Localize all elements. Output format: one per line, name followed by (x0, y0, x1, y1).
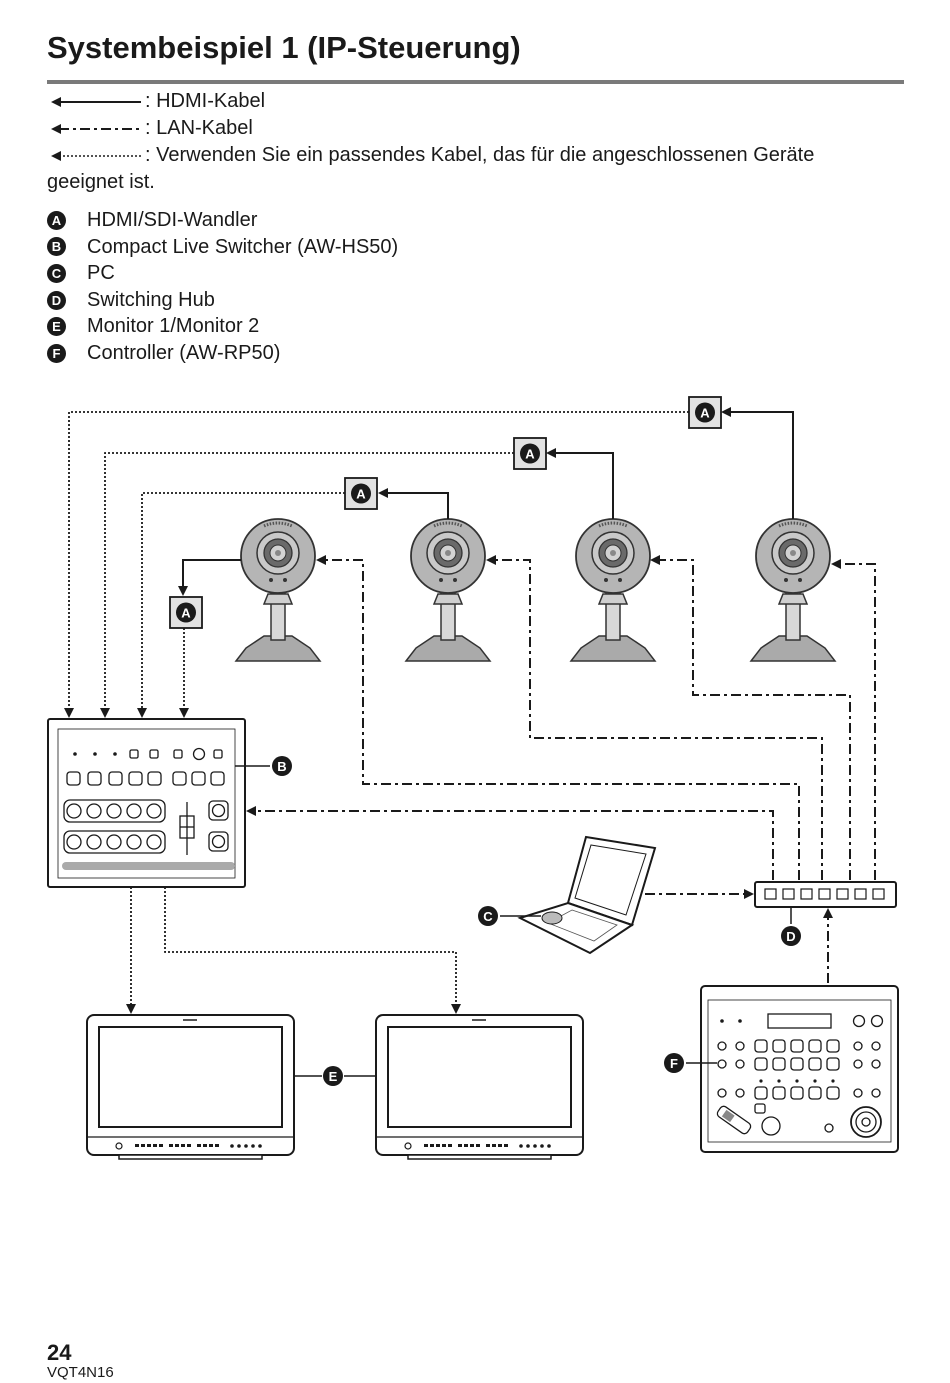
monitor-1-icon (86, 1014, 295, 1160)
device-item-e: E Monitor 1/Monitor 2 (47, 313, 398, 340)
title-rule (47, 80, 904, 84)
sdi-cables (64, 411, 689, 1014)
controller: F (664, 985, 899, 1153)
page-title: Systembeispiel 1 (IP-Steuerung) (47, 30, 521, 65)
badge-a-icon: A (181, 606, 191, 621)
legend-other-text-cont: geeignet ist. (47, 171, 155, 193)
lan-cables (246, 555, 876, 983)
converter-a-2: A (344, 477, 378, 510)
device-label: Compact Live Switcher (AW-HS50) (87, 235, 399, 258)
converter-a-1: A (169, 596, 203, 629)
device-label: Monitor 1/Monitor 2 (87, 315, 260, 338)
badge-a-icon: A (525, 447, 535, 462)
system-diagram: A A A A (47, 396, 899, 1160)
legend-hdmi: : HDMI-Kabel (47, 88, 904, 115)
device-item-c: C PC (47, 260, 398, 287)
device-list: A HDMI/SDI-Wandler B Compact Live Switcher… (47, 207, 398, 367)
page-number: 24 (47, 1340, 72, 1365)
converter-a-4: A (688, 396, 722, 429)
switching-hub: D (754, 881, 897, 946)
badge-a-icon: A (47, 210, 66, 230)
document-code: VQT4N16 (47, 1364, 114, 1381)
converter-a-3: A (513, 437, 547, 470)
badge-f-icon: F (47, 343, 66, 363)
badge-e-icon: E (329, 1069, 338, 1084)
device-label: Switching Hub (87, 288, 215, 311)
cable-legend: : HDMI-Kabel : LAN-Kabel : Verwenden Sie… (47, 88, 904, 196)
device-item-a: A HDMI/SDI-Wandler (47, 207, 398, 234)
other-cable-line-icon (51, 150, 141, 161)
device-item-d: D Switching Hub (47, 287, 398, 314)
camera-2-icon (404, 517, 492, 663)
badge-f-icon: F (670, 1056, 678, 1071)
camera-4-icon (749, 517, 837, 663)
hdmi-cable-line-icon (51, 96, 141, 107)
badge-b-icon: B (47, 237, 66, 257)
badge-c-icon: C (47, 263, 66, 283)
monitor-2-icon (375, 1014, 584, 1160)
legend-other: : Verwenden Sie ein passendes Kabel, das… (47, 142, 904, 169)
camera-3-icon (569, 517, 657, 663)
legend-lan-text: : LAN-Kabel (145, 117, 253, 139)
badge-d-icon: D (786, 929, 795, 944)
lan-cable-line-icon (51, 123, 141, 134)
badge-b-icon: B (277, 759, 286, 774)
badge-a-icon: A (356, 487, 366, 502)
device-label: PC (87, 262, 115, 285)
badge-c-icon: C (483, 909, 493, 924)
hdmi-cables (178, 407, 794, 596)
device-label: HDMI/SDI-Wandler (87, 209, 258, 231)
legend-lan: : LAN-Kabel (47, 115, 904, 142)
legend-hdmi-text: : HDMI-Kabel (145, 90, 266, 112)
live-switcher: B (47, 718, 292, 888)
device-item-f: F Controller (AW-RP50) (47, 340, 398, 367)
badge-e-icon: E (47, 317, 66, 337)
camera-1-icon (234, 517, 322, 663)
badge-a-icon: A (700, 406, 710, 421)
device-item-b: B Compact Live Switcher (AW-HS50) (47, 234, 398, 261)
legend-other-text: : Verwenden Sie ein passendes Kabel, das… (145, 144, 815, 166)
monitor-label-e: E (294, 1066, 376, 1086)
device-label: Controller (AW-RP50) (87, 341, 281, 364)
laptop-pc: C (478, 835, 657, 955)
badge-d-icon: D (47, 290, 66, 310)
